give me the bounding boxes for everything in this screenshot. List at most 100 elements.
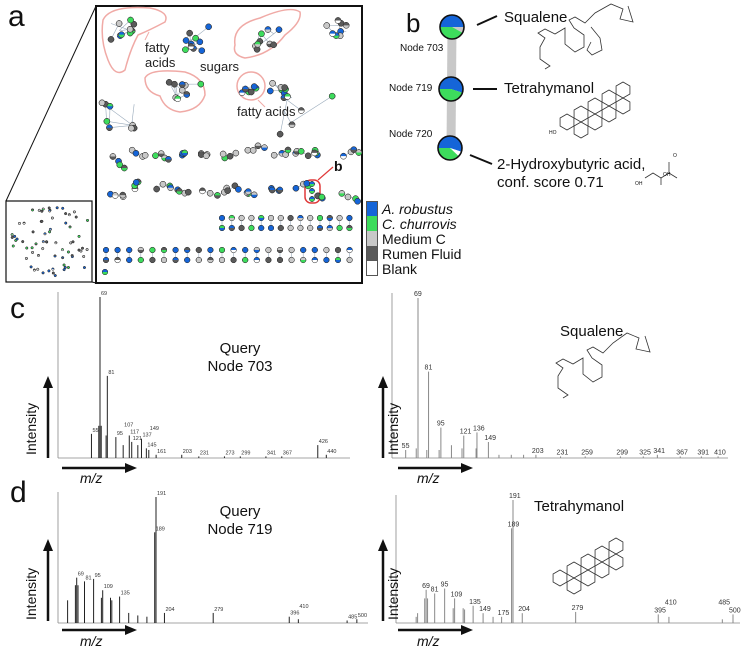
node-outline [284,146,292,154]
node-slice [335,260,341,263]
node-slice [106,106,113,110]
node-outline [41,247,45,251]
node-outline [277,224,284,232]
node-outline [232,149,240,157]
peak-label: 231 [557,449,569,456]
node-outline [300,256,307,264]
tetrahymanol-ho-label: HO [549,130,557,136]
node-outline [141,152,149,159]
node-outline [218,256,226,264]
node-slice [165,159,172,163]
legend-swatch [366,201,378,216]
pie-slice [452,27,464,33]
leader [144,31,150,41]
node-outline [242,246,249,254]
peak-label: 109 [451,591,463,598]
node-slice [242,88,249,92]
node-outline [61,256,65,260]
node-slice [174,98,181,102]
d-right-xlabel: m/z [417,633,440,649]
node-slice [298,110,305,114]
node-slice [297,218,304,221]
peak-label: 149 [150,426,159,432]
node-outline [326,224,333,232]
node-outline [235,186,242,193]
node-outline [107,36,115,43]
node-outline [336,214,343,222]
node-outline [316,224,324,232]
network-edge [287,95,333,125]
node-outline [323,22,330,29]
node-outline [101,268,109,276]
node-outline [228,224,235,232]
mz-arrowhead [125,463,137,473]
node-outline [102,256,110,264]
node-outline [115,20,123,27]
peak-label: 259 [581,449,593,456]
node-outline [354,198,361,205]
squalene-structure [537,3,634,70]
node-outline [346,214,353,222]
tetrahymanol-ring [566,577,582,595]
node-outline [438,76,464,102]
peak-label: 161 [157,449,166,455]
node-outline [270,151,278,159]
node-outline [334,246,342,254]
peak-label: 121 [460,429,472,436]
peak-label: 135 [121,591,130,597]
node-outline [111,192,119,199]
node-outline [31,230,35,234]
node-outline [25,246,29,250]
node-slice [333,35,340,39]
node-outline [334,17,342,24]
peak-label: 145 [147,442,156,448]
node-outline [287,214,294,222]
label-fatty-acids-1: fatty acids [145,40,175,70]
tetrahymanol-structure [615,81,631,99]
node-outline [326,214,333,222]
network-overview-box [5,200,93,283]
node-outline [338,190,346,197]
peak-label: 149 [479,606,491,613]
node-slice [300,260,306,263]
node-outline [137,256,144,264]
node-slice [346,228,353,231]
node-outline [63,266,67,269]
node-outline [74,215,78,219]
node-outline [206,190,214,197]
peak-label: 203 [532,448,544,455]
node-outline [165,79,173,86]
legend-label: Blank [382,260,418,277]
d-left-ylabel: Intensity [23,567,39,620]
peak-label: 81 [108,370,114,376]
node-outline [30,246,34,250]
node-outline [248,88,255,96]
node-outline [316,214,324,222]
node-outline [250,83,258,90]
peak-label: 55 [92,428,98,434]
node-outline [41,207,45,211]
network-edge [109,125,133,128]
node-outline [130,20,138,28]
sugars-highlight-2 [144,70,206,113]
node-outline [132,150,140,157]
node-slice [181,152,188,156]
node-outline [277,214,284,222]
node-outline [346,224,353,232]
node-outline [66,266,70,269]
node-outline [165,156,172,163]
node-line: Node 703 [207,358,273,375]
node-slice [131,188,138,192]
node-outline [288,121,296,128]
node-slice [207,260,214,263]
node-outline [48,209,52,213]
node-slice [172,260,179,263]
peak-label: 107 [124,423,133,429]
node-outline [287,224,294,232]
fatty-acids-highlight-2 [236,71,266,101]
node-outline [152,152,159,159]
node-outline [172,256,179,264]
node-slice [229,228,235,231]
node-outline [53,254,57,258]
